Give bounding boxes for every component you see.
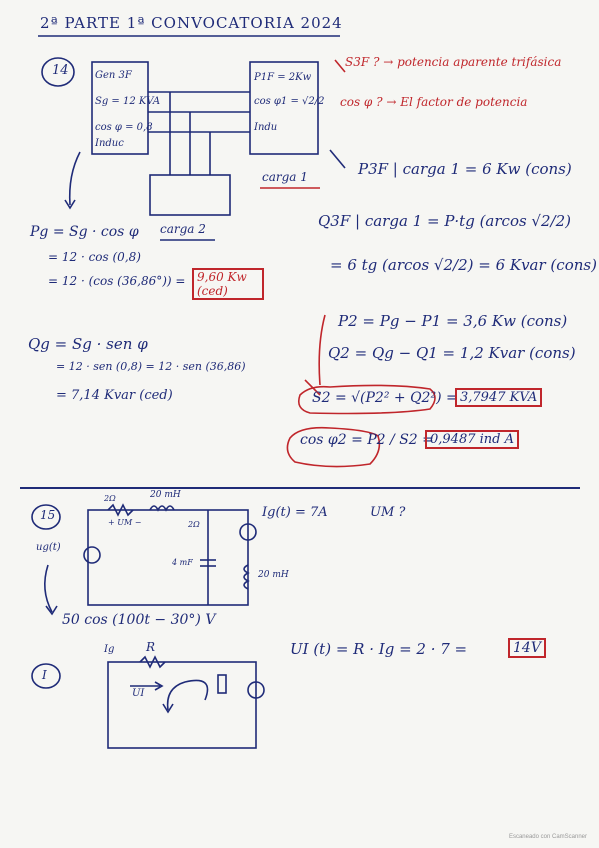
load1-line-3: Indu — [254, 122, 278, 133]
load1-label: carga 1 — [262, 170, 308, 184]
problem-14-number: 14 — [52, 63, 69, 78]
c1-label: 4 mF — [172, 558, 193, 567]
problem-14-circle — [41, 57, 75, 87]
page-title: 2ª PARTE 1ª CONVOCATORIA 2024 — [40, 14, 343, 32]
source-expression: 50 cos (100t − 30°) V — [62, 612, 216, 628]
um-label: + UM − — [108, 518, 142, 527]
q3f-equation: Q3F | carga 1 = P·tg (arcos √2/2) — [318, 212, 571, 230]
problem-I-circle — [31, 663, 61, 689]
gen-line-4: Induc — [95, 138, 124, 149]
ui-equation: UI (t) = R · Ig = 2 · 7 = — [290, 640, 468, 658]
circuit-15 — [87, 509, 249, 606]
circuit-I — [107, 661, 257, 749]
cos2-cloud — [286, 426, 381, 468]
qg-line-1: Qg = Sg · sen φ — [28, 335, 148, 353]
cos2-equation: cos φ2 = P2 / S2 = — [300, 432, 434, 448]
s2-cloud — [297, 384, 436, 415]
problem-I-number: I — [42, 668, 47, 682]
s2-equation: S2 = √(P2² + Q2²) = — [312, 390, 458, 406]
load2-label: carga 2 — [160, 222, 206, 236]
load1-line-2: cos φ1 = √2/2 — [254, 96, 325, 107]
r2-label: 2Ω — [188, 520, 200, 529]
pg-line-2: = 12 · cos (0,8) — [48, 250, 141, 264]
p2-equation: P2 = Pg − P1 = 3,6 Kw (cons) — [338, 312, 568, 330]
question-cos: cos φ ? → El factor de potencia — [340, 95, 528, 109]
question-um: UM ? — [370, 505, 406, 520]
l1-label: 20 mH — [150, 490, 181, 500]
ig-label-I: Ig — [104, 644, 115, 655]
ui-result: 14V — [508, 638, 546, 658]
source-label: ug(t) — [36, 542, 61, 553]
pg-result: 9,60 Kw (ced) — [192, 268, 264, 300]
r1-label: 2Ω — [104, 494, 116, 503]
problem-15-circle — [31, 504, 61, 530]
question-s3f: S3F ? → potencia aparente trifásica — [345, 55, 562, 69]
cos2-result: 0,9487 ind A — [425, 430, 519, 449]
gen-line-2: Sg = 12 KVA — [95, 96, 161, 107]
load1-box — [249, 61, 319, 155]
q3f-result: = 6 tg (arcos √2/2) = 6 Kvar (cons) — [330, 256, 597, 274]
r-label-I: R — [146, 640, 156, 654]
scanner-watermark: Escaneado con CamScanner — [508, 834, 587, 840]
load2-box — [149, 174, 231, 216]
gen-line-1: Gen 3F — [95, 70, 132, 81]
load1-line-1: P1F = 2Kw — [254, 72, 312, 83]
ui-label: UI — [132, 688, 145, 699]
generator-box — [91, 61, 149, 155]
qg-line-2: = 12 · sen (0,8) = 12 · sen (36,86) — [56, 360, 246, 373]
problem-15-number: 15 — [40, 508, 56, 522]
p3f-equation: P3F | carga 1 = 6 Kw (cons) — [358, 160, 572, 178]
s2-result: 3,7947 KVA — [455, 388, 543, 407]
pg-line-3: = 12 · (cos (36,86°)) = — [48, 274, 186, 288]
q2-equation: Q2 = Qg − Q1 = 1,2 Kvar (cons) — [328, 344, 576, 362]
gen-line-3: cos φ = 0,8 — [95, 122, 153, 133]
ig-source-15: Ig(t) = 7A — [262, 505, 328, 520]
pg-line-1: Pg = Sg · cos φ — [30, 224, 139, 240]
qg-result: = 7,14 Kvar (ced) — [56, 388, 173, 403]
l2-label: 20 mH — [258, 570, 289, 580]
